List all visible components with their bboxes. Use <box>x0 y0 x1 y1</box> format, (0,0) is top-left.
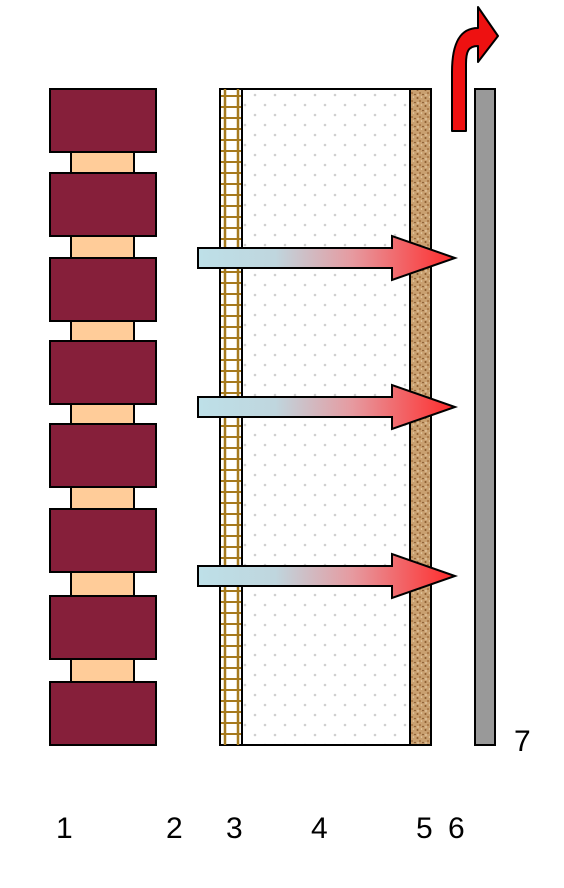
brick <box>49 423 157 488</box>
heat-flow-arrow-icon <box>197 234 459 282</box>
mortar-joint <box>70 658 135 683</box>
label-7: 7 <box>514 725 531 758</box>
heat-flow-arrow-icon <box>197 383 459 431</box>
brick <box>49 595 157 660</box>
brick <box>49 340 157 405</box>
label-5: 5 <box>416 812 433 845</box>
brick-wall-layer <box>49 88 157 746</box>
mortar-joint <box>70 571 135 597</box>
label-2: 2 <box>166 812 183 845</box>
cladding-panel <box>474 88 496 746</box>
mortar-joint <box>70 403 135 425</box>
brick <box>49 257 157 322</box>
updraft-arrow-icon <box>451 6 499 132</box>
label-6: 6 <box>448 812 465 845</box>
brick <box>49 508 157 573</box>
mortar-joint <box>70 486 135 510</box>
brick <box>49 172 157 237</box>
heat-flow-arrows <box>197 234 459 600</box>
label-1: 1 <box>56 812 73 845</box>
mortar-joint <box>70 151 135 174</box>
heat-flow-arrow-icon <box>197 552 459 600</box>
label-3: 3 <box>226 812 243 845</box>
brick <box>49 88 157 153</box>
mortar-joint <box>70 320 135 342</box>
brick <box>49 681 157 746</box>
label-4: 4 <box>311 812 328 845</box>
mortar-joint <box>70 235 135 259</box>
